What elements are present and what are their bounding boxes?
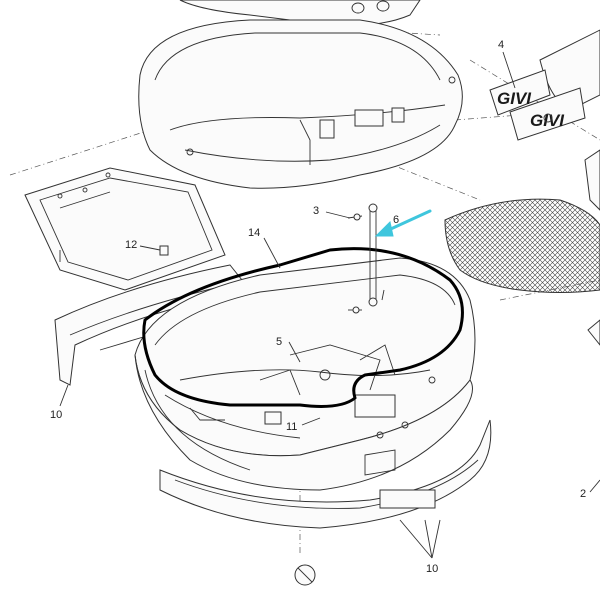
callout-leaders: [59, 51, 600, 559]
lid: [138, 19, 463, 189]
callout-3: 3: [313, 205, 319, 217]
callout-2: 2: [580, 488, 586, 500]
givi-logo-text-2: GIVI: [530, 111, 565, 130]
callout-14: 14: [248, 227, 260, 239]
inner-tray-part-12: [24, 167, 226, 291]
callout-6: 6: [393, 214, 399, 226]
givi-logo-text-1: GIVI: [497, 89, 532, 108]
callout-10-bottom: 10: [426, 563, 438, 575]
callout-12: 12: [125, 239, 137, 251]
case-base: [134, 257, 476, 491]
callout-10-left: 10: [50, 409, 62, 421]
hinge-hardware-parts-3-6: [347, 203, 385, 314]
bottom-trim-strip-part-10: [159, 419, 492, 529]
callout-labels: 3 4 5 6 12 14 11 10 10 2: [50, 39, 586, 575]
callout-11: 11: [286, 421, 297, 433]
givi-emblems-part-4: GIVI GIVI: [489, 69, 586, 141]
highlight-arrow: [374, 209, 432, 237]
right-side-panels: [444, 29, 600, 346]
callout-4: 4: [498, 39, 504, 51]
callout-5: 5: [276, 336, 282, 348]
seal-part-14: [142, 247, 464, 408]
mounting-bolt: [294, 564, 316, 586]
